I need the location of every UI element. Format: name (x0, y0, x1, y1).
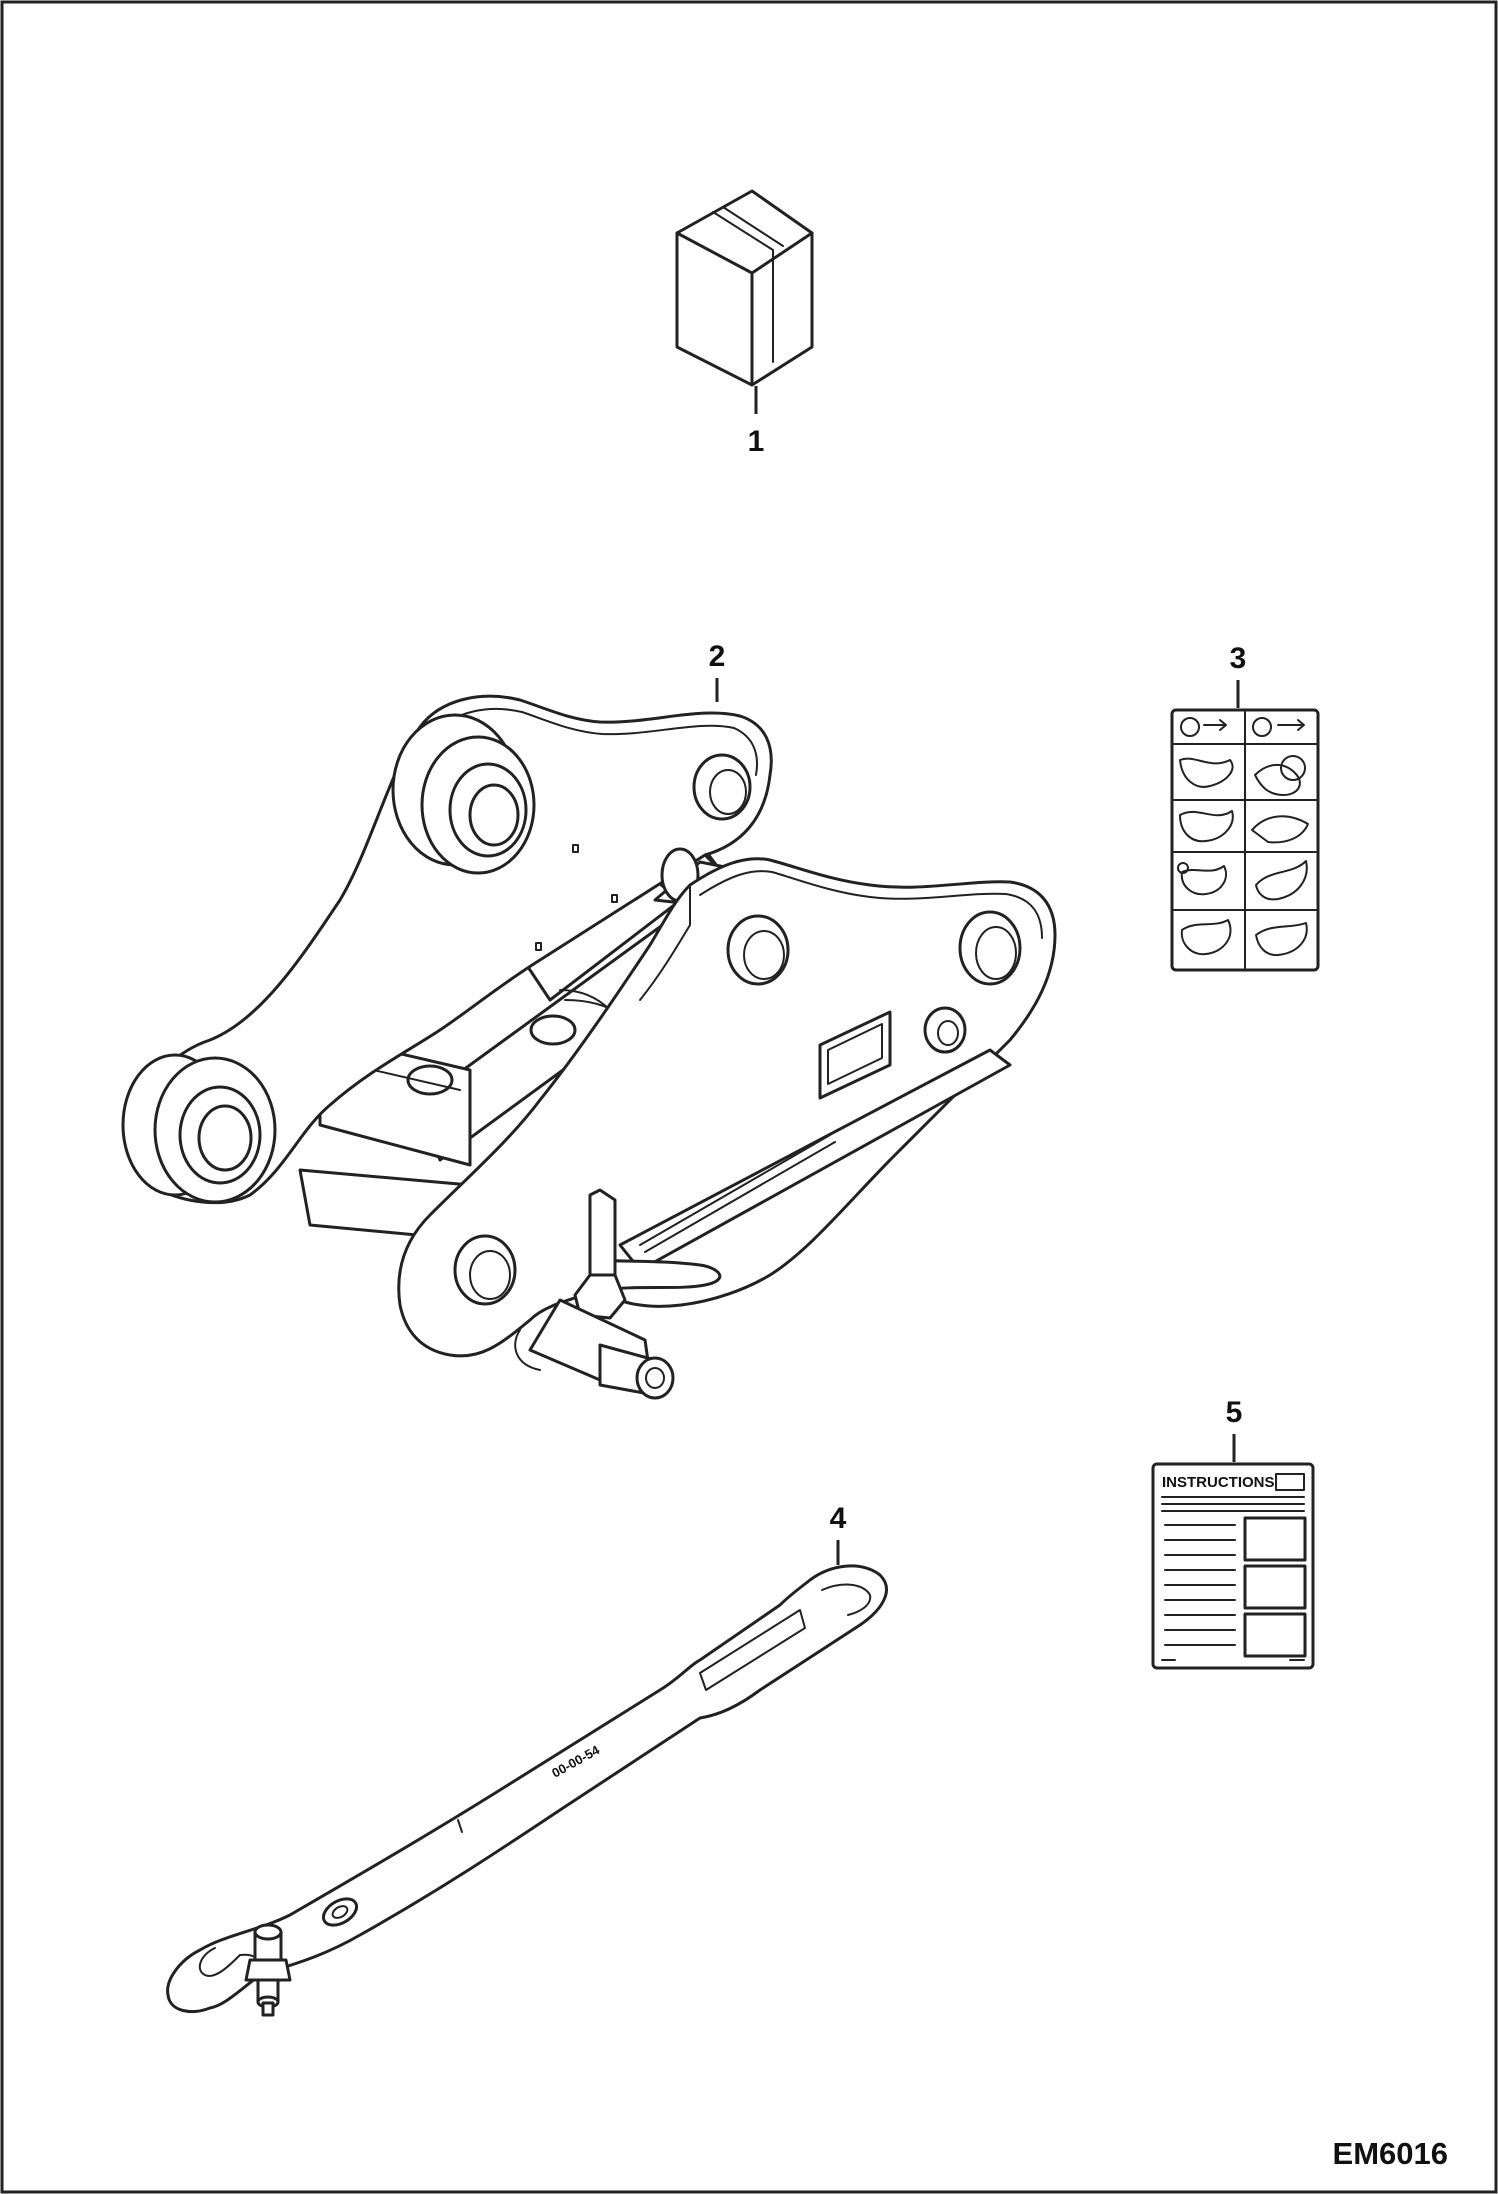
wrench-pin (244, 1923, 292, 2017)
instructions-heading: INSTRUCTIONS (1162, 1474, 1275, 1491)
part-5-decal-instructions[interactable]: INSTRUCTIONS 5 (1151, 1396, 1315, 1670)
callout-2: 2 (709, 640, 726, 673)
callout-3: 3 (1230, 642, 1247, 675)
coupler-hook-bar (598, 1048, 1012, 1292)
serial-plate (818, 1010, 892, 1100)
coupler-front-plate (397, 857, 1057, 1358)
front-plate-upper-hole (726, 914, 790, 986)
front-plate-rear-hole (958, 910, 1022, 986)
lower-pin-boss-left (121, 1053, 277, 1204)
callout-4: 4 (830, 1502, 847, 1535)
callout-1: 1 (748, 425, 765, 458)
front-plate-lower-hole (453, 1234, 517, 1306)
coupler-locking-pin (514, 1298, 675, 1400)
upper-pin-boss-left (391, 713, 536, 875)
instructions-text-lines (1164, 1524, 1236, 1646)
drawing-id: EM6016 (1333, 2136, 1448, 2171)
decal-pictograms (1177, 717, 1309, 957)
callout-5: 5 (1226, 1396, 1243, 1429)
part-3-decal-pictorial[interactable]: 3 (1170, 642, 1320, 972)
coupler-locking-lever (573, 1188, 627, 1320)
part-1-package[interactable]: 1 (675, 189, 814, 458)
part-4-release-wrench[interactable]: 00-00-54 4 (166, 1502, 888, 2017)
coupler-rear-plate (135, 694, 773, 1205)
part-2-quick-coupler[interactable]: 2 (121, 640, 1057, 1400)
rear-plate-hole (692, 753, 752, 821)
